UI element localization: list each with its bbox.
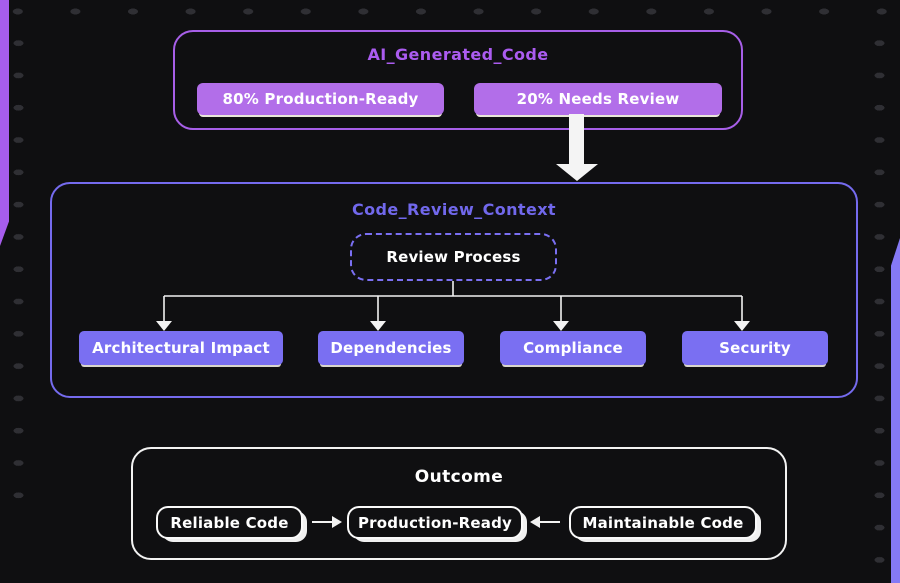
production-ready-outcome-node: Production-Ready [347, 506, 523, 539]
needs-review-node: 20% Needs Review [474, 83, 722, 115]
branch-node-dependencies: Dependencies [318, 331, 464, 365]
dot-pattern-top [0, 5, 900, 18]
branch-connector-lines [156, 281, 750, 331]
branch-node-security: Security [682, 331, 828, 365]
maintainable-code-node: Maintainable Code [569, 506, 757, 539]
reliable-code-node: Reliable Code [156, 506, 303, 539]
production-ready-node: 80% Production-Ready [197, 83, 444, 115]
ai-generated-code-title: AI_Generated_Code [367, 45, 549, 64]
outcome-arrow-icons [312, 516, 560, 528]
ai-generated-code-box: AI_Generated_Code 80% Production-Ready 2… [173, 30, 743, 130]
review-process-node: Review Process [350, 233, 557, 281]
down-arrow-icon [556, 114, 598, 181]
branch-node-architectural-impact: Architectural Impact [79, 331, 283, 365]
dot-pattern-right [873, 27, 886, 583]
left-accent-stripe [0, 0, 9, 246]
right-accent-stripe [891, 238, 900, 583]
outcome-box: Outcome Reliable Code Production-Ready M… [131, 447, 787, 560]
code-review-context-box: Code_Review_Context Review Process Archi… [50, 182, 858, 398]
dot-pattern-left [12, 27, 25, 505]
code-review-context-title: Code_Review_Context [352, 200, 556, 219]
outcome-title: Outcome [414, 467, 504, 487]
branch-node-compliance: Compliance [500, 331, 646, 365]
